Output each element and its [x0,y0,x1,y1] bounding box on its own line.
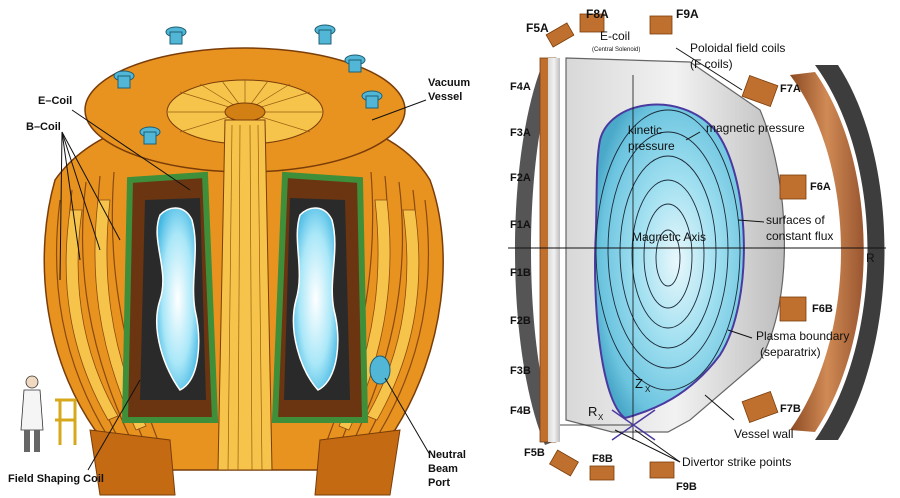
label-surfaces-2: constant flux [766,229,833,243]
right-plasma [292,207,339,391]
left-panel-tokamak-cutaway: E–Coil B–Coil Vacuum Vessel Field Shapin… [8,24,471,496]
label-f9b: F9B [676,481,697,493]
solenoid-lines [227,124,263,471]
pf-coils [545,13,807,481]
outer-arc-right-copper [790,72,864,432]
outer-arc-right-dark [815,65,885,440]
coil-f5b [549,449,579,477]
label-f8a: F8A [586,7,609,21]
label-f4a: F4A [510,81,531,93]
coil-f9a [649,15,673,35]
label-rx-sub: X [598,413,604,422]
label-f6a: F6A [810,181,831,193]
label-f6b: F6B [812,303,833,315]
label-neutral-3: Port [428,477,450,489]
bottom-base [89,429,176,496]
label-f3b: F3B [510,365,531,377]
top-ports [113,24,383,145]
coil-f8a [579,13,605,33]
person-figure-icon [20,375,77,452]
label-f8b: F8B [592,453,613,465]
port-cap-icon [361,90,383,109]
left-plasma [156,207,200,391]
label-f1b: F1B [510,267,531,279]
flux-surfaces [595,109,741,391]
label-poloidal-2: (F coils) [690,57,733,71]
label-magnetic-axis: Magnetic Axis [632,230,706,244]
label-zx-sub: X [645,385,651,394]
label-f7a: F7A [780,83,801,95]
label-e-coil-right: E-coil [600,29,630,43]
central-solenoid [217,119,273,471]
label-f3a: F3A [510,127,531,139]
outer-arc-left [515,58,558,445]
label-vessel-wall: Vessel wall [734,427,793,441]
label-f5a: F5A [526,21,549,35]
label-central-solenoid: (Central Solenoid) [592,47,640,53]
port-cap-icon [165,26,187,45]
port-cap-icon [344,54,366,73]
label-magnetic-pressure: magnetic pressure [706,121,805,135]
label-f2a: F2A [510,172,531,184]
coil-f5a [545,22,575,48]
label-divertor: Divertor strike points [682,455,791,469]
label-plasma-boundary-2: (separatrix) [760,345,821,359]
label-f1a: F1A [510,219,531,231]
label-f7b: F7B [780,403,801,415]
coil-f8b [589,465,615,481]
label-neutral-1: Neutral [428,449,466,461]
label-rx: R [588,404,597,419]
vessel-inner-wall [548,58,560,442]
port-cap-icon [139,126,161,145]
coil-f7a [741,75,779,107]
label-kinetic-1: kinetic [628,123,662,137]
label-vacuum-1: Vacuum [428,77,470,89]
left-leader-lines [59,99,431,471]
label-r-axis: R [866,251,875,265]
label-kinetic-2: pressure [628,139,675,153]
port-cap-icon [113,70,135,89]
neutral-beam-port-icon [369,355,391,385]
label-f9a: F9A [676,7,699,21]
bottom-base-right [314,429,401,496]
label-b-coil: B–Coil [26,121,61,133]
right-panel-tokamak-cross-section: F5A F8A F9A F4A F3A F2A F1A F1B F2B F3B … [498,0,900,498]
coil-f7b [741,391,779,423]
label-surfaces-1: surfaces of [766,213,825,227]
top-disk-hub [224,102,266,122]
right-leader-lines [614,47,765,463]
label-e-coil: E–Coil [38,95,72,107]
label-f4b: F4B [510,405,531,417]
label-poloidal-1: Poloidal field coils [690,41,785,55]
port-cap-icon [314,24,336,45]
label-zx: Z [635,376,643,391]
x-point-icon [611,409,656,441]
label-plasma-boundary-1: Plasma boundary [756,329,849,343]
coil-f9b [649,461,675,479]
label-field-shaping-coil: Field Shaping Coil [8,473,104,485]
coil-f6b [779,296,807,322]
label-f5b: F5B [524,447,545,459]
label-neutral-2: Beam [428,463,458,475]
label-f2b: F2B [510,315,531,327]
label-vacuum-2: Vessel [428,91,462,103]
coil-f6a [779,174,807,200]
